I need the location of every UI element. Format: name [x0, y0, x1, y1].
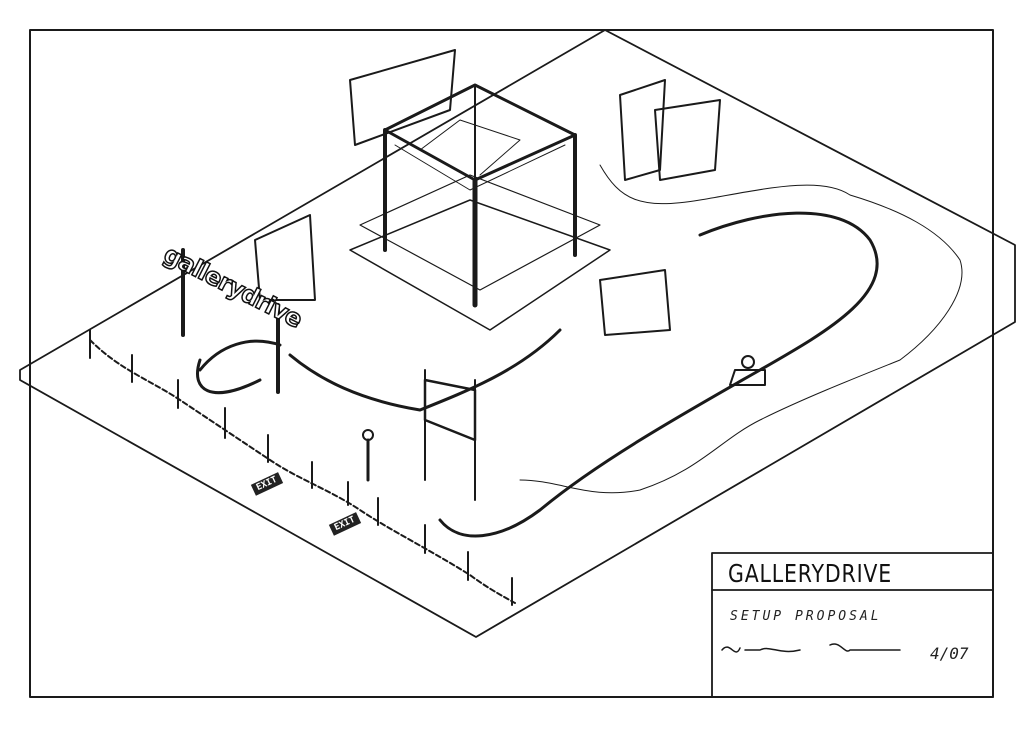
date: 4/07: [930, 644, 969, 663]
central-cube-structure: [349, 83, 611, 331]
platform-floor: [19, 29, 1016, 638]
title-block-frame: [711, 552, 994, 698]
wheelchair-figure: [729, 355, 766, 386]
barrier-posts: [89, 329, 516, 606]
entrance-gate: [181, 248, 280, 394]
title-block: GALLERYDRIVE SETUP PROPOSAL 4/07: [712, 553, 993, 697]
display-panels: [254, 49, 721, 501]
project-title: GALLERYDRIVE: [728, 559, 893, 588]
cable-line: [519, 164, 963, 494]
person-figure: [362, 429, 374, 482]
signature: [721, 643, 901, 653]
track-path: [196, 211, 879, 538]
project-subtitle: SETUP PROPOSAL: [730, 609, 882, 624]
